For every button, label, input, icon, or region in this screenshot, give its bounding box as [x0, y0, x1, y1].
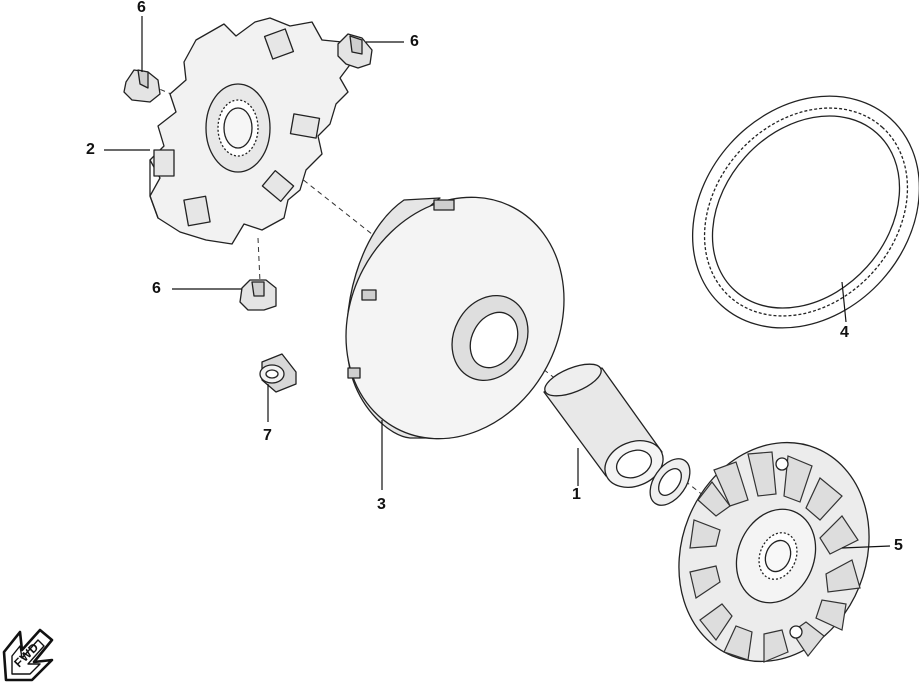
ramp-slot	[183, 195, 211, 227]
slider-bottom	[239, 279, 277, 311]
callout-6-bottom: 6	[152, 280, 161, 297]
movable-drive-face	[345, 196, 565, 440]
assembly-axis-slider-bottom	[257, 237, 261, 283]
callout-7: 7	[263, 427, 272, 444]
ramp-slot	[153, 149, 175, 177]
callout-6-top-left: 6	[137, 0, 146, 16]
callout-2: 2	[86, 141, 95, 158]
ramp-slot	[261, 169, 295, 203]
leader-line-4	[841, 281, 847, 323]
spacer-nut	[259, 353, 297, 393]
leader-line-5	[841, 545, 891, 549]
callout-3: 3	[377, 496, 386, 513]
slider-top-left	[123, 69, 161, 103]
collar-sleeve	[543, 363, 664, 488]
drive-belt	[691, 95, 919, 329]
ramp-slot	[263, 28, 295, 60]
face-guide-slot	[347, 367, 361, 379]
slider-top-right	[337, 33, 373, 69]
callout-5: 5	[894, 537, 903, 554]
callout-6-top-right: 6	[410, 33, 419, 50]
callout-4: 4	[840, 324, 849, 341]
fwd-arrow-icon	[2, 628, 54, 682]
ramp-plate	[149, 17, 353, 245]
ramp-slot	[289, 113, 321, 139]
washer	[649, 458, 691, 506]
face-guide-slot	[433, 199, 455, 211]
callout-1: 1	[572, 486, 581, 503]
fan-blades	[689, 451, 861, 663]
face-guide-slot	[361, 289, 377, 301]
fixed-drive-face-fan	[678, 441, 870, 663]
